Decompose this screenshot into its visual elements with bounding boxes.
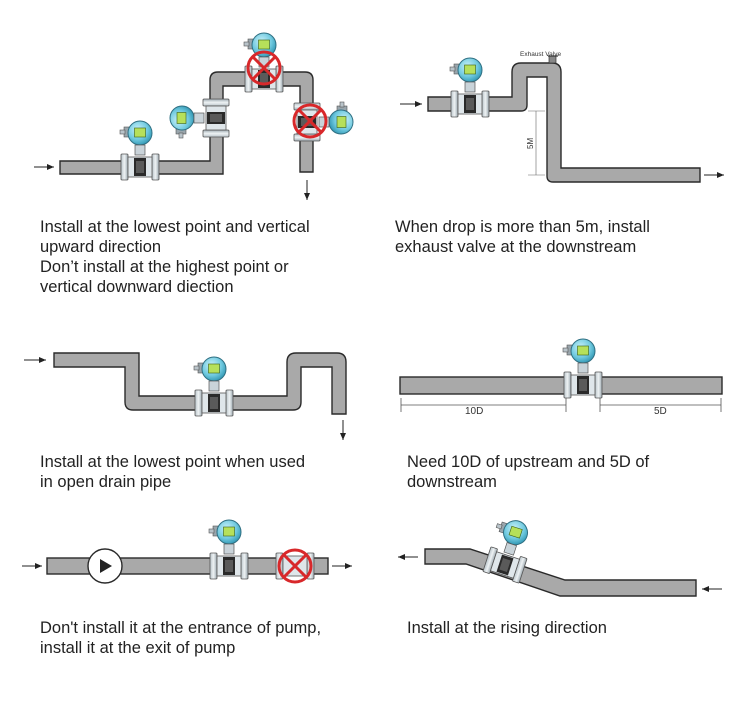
caption-panel-6: Install at the rising direction (407, 619, 607, 637)
caption-panel-1: Install at the lowest point and vertical… (40, 218, 310, 296)
panel-5-diagram (22, 519, 352, 584)
caption-panel-2: When drop is more than 5m, install exhau… (395, 218, 650, 256)
caption-panel-5: Don't install it at the entrance of pump… (40, 619, 322, 657)
flowmeter-icon (193, 356, 234, 417)
upstream-length-label: 10D (465, 406, 483, 417)
flowmeter-icon (119, 120, 160, 181)
panel-6-diagram (398, 514, 722, 597)
panel-3-diagram (24, 352, 347, 440)
flowmeter-icon (169, 98, 230, 139)
pipe-1 (59, 71, 314, 175)
flowmeter-icon (208, 519, 249, 580)
panel-2-diagram: Exhaust Valve 5M (400, 51, 724, 183)
pipe-4 (399, 376, 723, 395)
pipe-6 (424, 548, 697, 597)
pipe-2 (427, 62, 701, 183)
panel-4-diagram: 10D 5D (399, 338, 723, 417)
flowmeter-icon (449, 57, 490, 118)
flowmeter-icon (562, 338, 603, 399)
caption-panel-3: Install at the lowest point when used in… (40, 453, 306, 491)
exhaust-valve-label: Exhaust Valve (520, 51, 561, 58)
pipe-3 (53, 352, 347, 415)
panel-1-diagram (34, 32, 354, 200)
drop-height-label: 5M (526, 138, 535, 149)
pump-icon (87, 548, 123, 584)
caption-panel-4: Need 10D of upstream and 5D of downstrea… (407, 453, 650, 491)
downstream-length-label: 5D (654, 406, 667, 417)
